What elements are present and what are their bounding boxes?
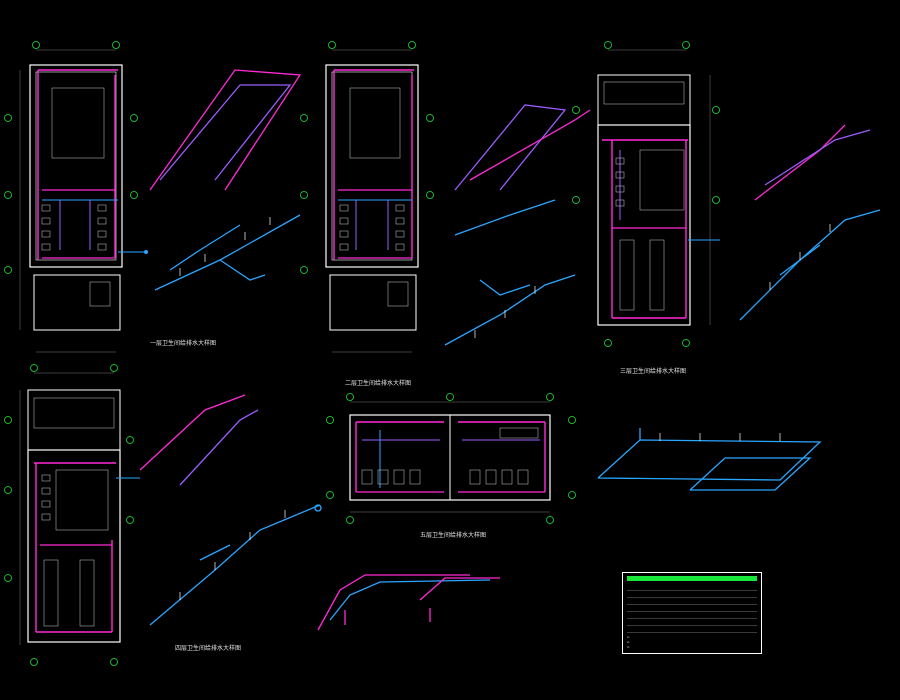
legend-row (627, 599, 757, 605)
iso-4 (139, 394, 322, 626)
legend-row (627, 627, 757, 633)
plan-3 (572, 41, 720, 347)
legend-row (627, 585, 757, 591)
material-legend-table: 1. 2. 3. (622, 572, 762, 654)
caption-plan-1: 一层卫生间给排水大样图 (150, 340, 217, 347)
valve-markers (179, 217, 831, 600)
legend-header-bar (627, 576, 757, 581)
plan-2 (300, 41, 434, 353)
caption-plan-2: 二层卫生间给排水大样图 (345, 380, 412, 387)
legend-row (627, 606, 757, 612)
plan-4 (4, 364, 140, 666)
iso-5 (317, 428, 822, 631)
caption-plan-5: 五层卫生间给排水大样图 (420, 532, 487, 539)
iso-1 (149, 69, 302, 291)
caption-plan-4: 四层卫生间给排水大样图 (175, 645, 242, 652)
plan-5 (326, 393, 576, 524)
legend-note-2: 2. (627, 640, 631, 644)
iso-2 (444, 104, 591, 346)
legend-row (627, 592, 757, 598)
legend-note-3: 3. (627, 645, 631, 649)
legend-row (627, 613, 757, 619)
caption-plan-3: 三层卫生间给排水大样图 (620, 368, 687, 375)
plan-1 (4, 41, 148, 353)
legend-note-1: 1. (627, 635, 631, 639)
legend-row (627, 620, 757, 626)
